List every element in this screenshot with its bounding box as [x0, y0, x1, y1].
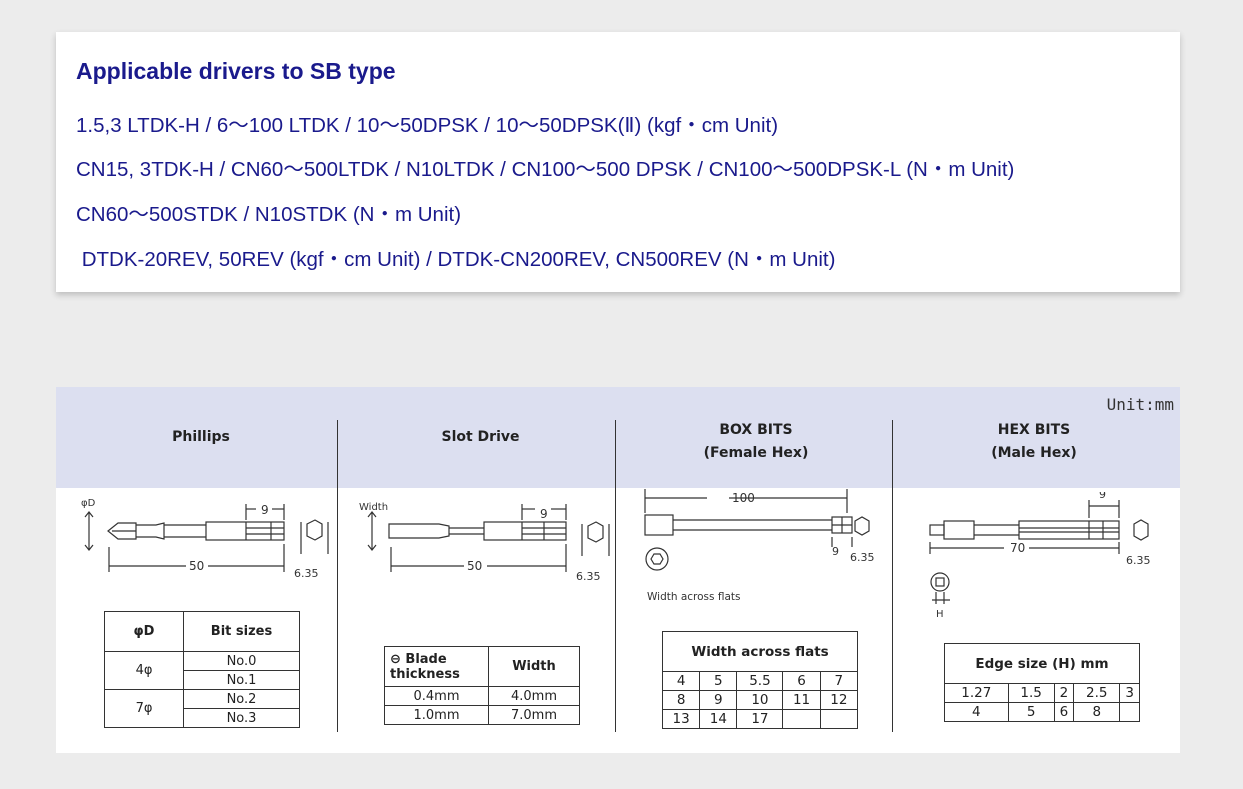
box-cell: 7: [819, 671, 859, 691]
slot-bit-drawing: Width 9 50 6.35: [359, 502, 610, 583]
slot-cell: 4.0mm: [488, 686, 580, 706]
phillips-head-d: φD: [104, 611, 184, 652]
drivers-line-2: CN15, 3TDK-H / CN60～500LTDK / N10LTDK / …: [76, 158, 1015, 181]
box-cell: 9: [699, 690, 738, 710]
box-dim-100: 100: [732, 491, 755, 505]
slot-head-blade: ⊖ Blade thickness: [384, 646, 489, 687]
column-divider-2: [615, 420, 616, 732]
slot-cell: 0.4mm: [384, 686, 489, 706]
hex-cell: 1.5: [1007, 683, 1055, 703]
box-cell: 11: [782, 690, 821, 710]
box-bits-heading: BOX BITS (Female Hex): [616, 387, 896, 488]
hex-cell: [1119, 702, 1140, 722]
box-cell: 6: [782, 671, 821, 691]
phillips-dim-9: 9: [261, 503, 269, 517]
slot-cell: 7.0mm: [488, 705, 580, 725]
box-cell: 5: [699, 671, 738, 691]
drivers-line-3: CN60～500STDK / N10STDK (N・m Unit): [76, 203, 462, 226]
box-bit-drawing: 100 9 6.35 Width across flats: [644, 489, 875, 603]
box-cell: [819, 709, 859, 729]
box-bits-title: BOX BITS: [719, 421, 793, 438]
hex-bits-table: Edge size (H) mm 1.27 1.5 2 2.5 3 4 5 6 …: [944, 643, 1140, 722]
phillips-row-d: 4φ: [104, 651, 184, 690]
drivers-line-4: DTDK-20REV, 50REV (kgf・cm Unit) / DTDK-C…: [76, 248, 836, 271]
box-bits-table: Width across flats 4 5 5.5 6 7 8 9 10 11…: [661, 631, 859, 729]
slot-cell: 1.0mm: [384, 705, 489, 725]
hex-dim-9: 9: [1099, 492, 1106, 501]
slot-head-width: Width: [488, 646, 580, 687]
box-dim-9: 9: [832, 545, 839, 558]
hex-bit-drawing: 9 70 6.35 H: [929, 492, 1151, 620]
slot-dim-635: 6.35: [576, 570, 601, 583]
box-cell: 12: [819, 690, 859, 710]
hex-cell: 5: [1007, 702, 1055, 722]
hex-cell: 3: [1119, 683, 1140, 703]
phillips-title: Phillips: [172, 429, 230, 445]
phillips-heading: Phillips: [56, 387, 346, 488]
box-dim-635: 6.35: [850, 551, 875, 564]
slot-size-table: ⊖ Blade thickness Width 0.4mm 4.0mm 1.0m…: [384, 646, 580, 725]
phillips-dim-label: φD: [81, 498, 96, 509]
unit-label: Unit:mm: [1106, 395, 1174, 414]
box-bits-subtitle: (Female Hex): [703, 444, 809, 461]
slot-dim-label: Width: [359, 502, 388, 513]
slot-dim-9: 9: [540, 507, 548, 521]
phillips-row-size: No.2: [183, 689, 300, 709]
drivers-title: Applicable drivers to SB type: [76, 58, 396, 84]
box-cell: 10: [736, 690, 784, 710]
hex-cell: 1.27: [944, 683, 1009, 703]
box-cell: 14: [699, 709, 738, 729]
box-cell: 17: [736, 709, 784, 729]
box-cell: 4: [661, 671, 701, 691]
hex-bits-subtitle: (Male Hex): [991, 444, 1077, 461]
phillips-size-table: φD Bit sizes 4φ No.0 No.1 7φ No.2 No.3: [104, 611, 300, 728]
box-cell: 5.5: [736, 671, 784, 691]
hex-bits-heading: HEX BITS (Male Hex): [894, 387, 1174, 488]
spec-header-band: [56, 387, 1180, 488]
drivers-card: Applicable drivers to SB type 1.5,3 LTDK…: [56, 32, 1180, 292]
hex-h-label: H: [936, 609, 944, 620]
hex-cell: 4: [944, 702, 1009, 722]
phillips-head-sizes: Bit sizes: [183, 611, 300, 652]
slot-dim-50: 50: [467, 559, 482, 573]
box-cell: 8: [661, 690, 701, 710]
hex-cell: 2.5: [1073, 683, 1121, 703]
column-divider-1: [337, 420, 338, 732]
hex-bits-title: HEX BITS: [997, 421, 1071, 438]
hex-cell: 6: [1053, 702, 1075, 722]
phillips-row-size: No.1: [183, 670, 300, 690]
hex-dim-635: 6.35: [1126, 554, 1151, 567]
hex-cell: 8: [1073, 702, 1121, 722]
box-waf-label: Width across flats: [647, 591, 740, 603]
phillips-bit-drawing: φD 9 50 6.35: [81, 498, 329, 580]
hex-cell: 2: [1053, 683, 1075, 703]
phillips-row-d: 7φ: [104, 689, 184, 728]
column-divider-3: [892, 420, 893, 732]
phillips-dim-635: 6.35: [294, 567, 319, 580]
phillips-dim-50: 50: [189, 559, 204, 573]
box-cell: [782, 709, 821, 729]
phillips-row-size: No.3: [183, 708, 300, 728]
slot-title: Slot Drive: [441, 429, 520, 445]
hex-dim-70: 70: [1010, 541, 1025, 555]
box-table-head: Width across flats: [662, 631, 858, 672]
hex-table-head: Edge size (H) mm: [944, 643, 1140, 684]
phillips-row-size: No.0: [183, 651, 300, 671]
drivers-line-1: 1.5,3 LTDK-H / 6～100 LTDK / 10～50DPSK / …: [76, 114, 779, 137]
box-cell: 13: [661, 709, 701, 729]
bit-spec-sheet: Unit:mm Phillips Slot Drive BOX BITS (Fe…: [56, 387, 1180, 753]
slot-heading: Slot Drive: [339, 387, 622, 488]
